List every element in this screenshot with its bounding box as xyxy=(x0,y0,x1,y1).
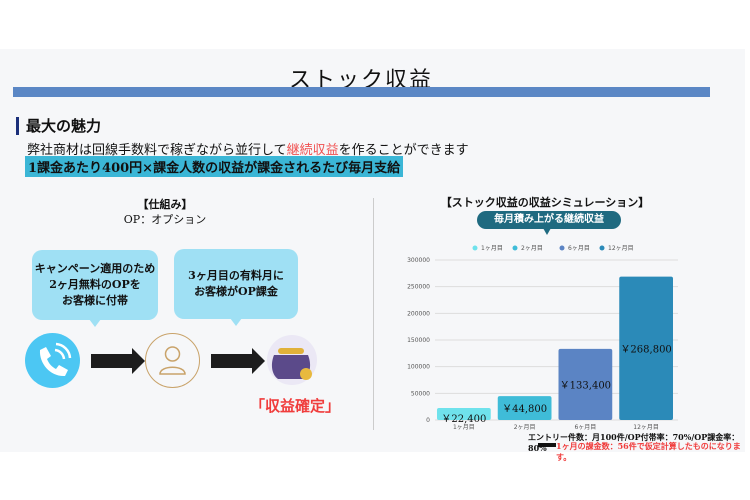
title-underline-bar xyxy=(13,87,710,97)
legend-label: 6ヶ月目 xyxy=(568,245,590,252)
callout-pointer xyxy=(543,228,551,235)
y-tick-label: 100000 xyxy=(407,364,430,371)
result-label: 「収益確定」 xyxy=(250,397,341,415)
legend-marker xyxy=(472,245,478,251)
section-heading: 最大の魅力 xyxy=(16,117,101,135)
y-tick-label: 0 xyxy=(426,417,430,424)
arrow-icon xyxy=(538,443,556,447)
y-tick-label: 50000 xyxy=(411,390,430,397)
data-label: ￥44,800 xyxy=(502,404,547,415)
y-tick-label: 250000 xyxy=(407,284,430,291)
data-label: ￥268,800 xyxy=(620,344,671,355)
phone-icon xyxy=(25,333,80,388)
legend-label: 2ヶ月目 xyxy=(521,245,543,252)
simulation-title: 【ストック収益の収益シミュレーション】 xyxy=(440,196,650,209)
bubble-text: お客様に付帯 xyxy=(61,294,128,307)
mechanism-subtitle: OP：オプション xyxy=(123,213,207,226)
assumption-note: エントリー件数：月100件/OP付帯率：70%/OP課金率：80% xyxy=(528,432,740,453)
divider xyxy=(373,198,374,430)
callout-badge: 毎月積み上がる継続収益 xyxy=(477,211,621,229)
description-line: 弊社商材は回線手数料で稼ぎながら並行して継続収益を作ることができます xyxy=(27,139,469,158)
legend-marker xyxy=(512,245,518,251)
highlighted-line: 1課金あたり400円×課金人数の収益が課金されるたび毎月支給 xyxy=(25,156,404,177)
arrow-icon xyxy=(211,348,265,374)
y-tick-label: 150000 xyxy=(407,337,430,344)
text: を作ることができます xyxy=(338,143,469,158)
purse-icon xyxy=(262,333,322,388)
bubble-text: キャンペーン適用のため xyxy=(34,262,156,275)
bubble-campaign: キャンペーン適用のため 2ヶ月無料のOPをお客様に付帯 xyxy=(32,250,158,327)
user-icon xyxy=(145,333,200,388)
x-tick-label: 1ヶ月目 xyxy=(453,424,475,431)
legend-marker xyxy=(599,245,605,251)
bubble-text: 2ヶ月無料のOPを xyxy=(49,278,141,291)
revenue-bar-chart: 0 50000 100000 150000 200000 250000 300000 ￥22,… xyxy=(407,245,678,431)
bar-2ヶ月目 xyxy=(497,396,552,420)
x-tick-label: 12ヶ月目 xyxy=(633,424,659,431)
data-label: ￥22,400 xyxy=(441,414,486,425)
bubble-charge: 3ヶ月目の有料月にお客様がOP課金 xyxy=(174,249,298,326)
legend-label: 12ヶ月目 xyxy=(608,245,634,252)
calculation-note: 1ヶ月の課金数：56件で仮定計算したものになります。 xyxy=(556,441,741,462)
y-tick-label: 300000 xyxy=(407,257,430,264)
x-tick-label: 2ヶ月目 xyxy=(514,424,536,431)
bubble-text: 3ヶ月目の有料月に xyxy=(188,269,284,282)
mechanism-title: 【仕組み】 xyxy=(137,198,193,211)
data-label: ￥133,400 xyxy=(560,380,611,391)
bar-1ヶ月目 xyxy=(437,408,491,420)
x-tick-label: 6ヶ月目 xyxy=(574,424,596,431)
bubble-text: お客様がOP課金 xyxy=(194,285,278,298)
bar-6ヶ月目 xyxy=(558,348,613,420)
y-tick-label: 200000 xyxy=(407,310,430,317)
bar-12ヶ月目 xyxy=(619,276,673,420)
highlight-text: 継続収益 xyxy=(286,143,339,158)
arrow-icon xyxy=(91,348,145,374)
legend-label: 1ヶ月目 xyxy=(481,245,503,252)
legend-marker xyxy=(559,245,565,251)
text: 弊社商材は回線手数料で稼ぎながら並行して xyxy=(27,143,287,158)
